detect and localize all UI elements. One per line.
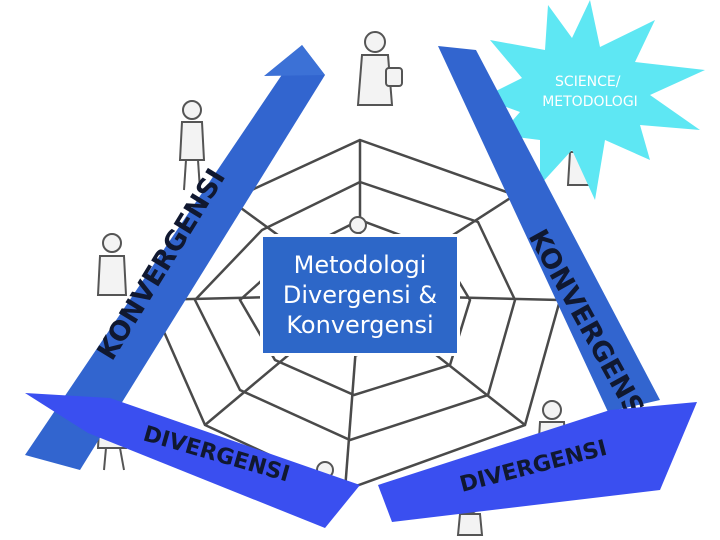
center-title: Metodologi Divergensi & Konvergensi	[282, 251, 438, 339]
person-left	[96, 233, 128, 296]
right-pencil-label: KONVERGENSI	[522, 224, 655, 430]
starburst-label: SCIENCE/ METODOLOGI	[542, 74, 638, 110]
bottom-right-pencil: DIVERGENSI	[378, 402, 697, 522]
center-title-box: Metodologi Divergensi & Konvergensi	[260, 234, 460, 356]
person-upper-left	[178, 100, 206, 191]
starburst-label-line: SCIENCE/	[555, 74, 621, 90]
starburst-label-line: METODOLOGI	[542, 94, 638, 110]
person-top	[356, 31, 403, 106]
science-starburst	[482, 0, 705, 200]
